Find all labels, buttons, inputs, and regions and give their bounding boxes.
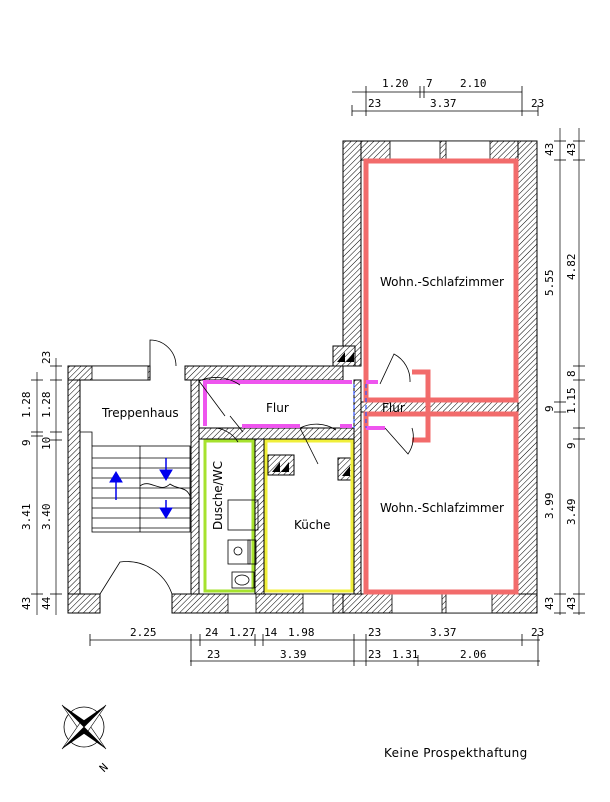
dim-r2-43-bottom: 43 (565, 597, 578, 610)
dim-b1-3-37: 3.37 (430, 626, 457, 639)
wall-left-upper (342, 140, 362, 367)
dim-b2-3-39: 3.39 (280, 648, 307, 661)
dim-r2-8: 8 (565, 370, 578, 377)
dim-l1-1-28: 1.28 (20, 392, 33, 419)
dim-top-23-right: 23 (531, 97, 544, 110)
dim-b1-2-25: 2.25 (130, 626, 157, 639)
room-labels: Treppenhaus Flur Flur Dusche/WC Küche Wo… (101, 275, 504, 532)
dim-b2-23: 23 (207, 648, 220, 661)
wall-left-outer (67, 365, 81, 614)
room-flur2-outline (366, 380, 385, 430)
fixtures (227, 499, 259, 589)
dim-b1-24: 24 (205, 626, 219, 639)
dim-r1-5-55: 5.55 (543, 270, 556, 297)
label-wohn-bottom: Wohn.-Schlafzimmer (380, 501, 504, 515)
dim-b1-23-right: 23 (531, 626, 544, 639)
compass-north-label: N (97, 761, 111, 775)
dim-r1-9: 9 (543, 405, 556, 412)
dim-b1-14: 14 (264, 626, 278, 639)
room-wohn-nook (412, 369, 431, 443)
wall-right (517, 140, 538, 614)
label-kueche: Küche (294, 518, 330, 532)
dim-l2-1-28: 1.28 (40, 392, 53, 419)
dim-r2-1-15: 1.15 (565, 388, 578, 415)
label-flur-left: Flur (266, 401, 289, 415)
label-flur-right: Flur (382, 401, 405, 415)
doors (99, 339, 414, 595)
dim-b2-1-31: 1.31 (392, 648, 419, 661)
flues (272, 352, 354, 476)
room-flur-outline (203, 380, 352, 428)
dim-b1-23: 23 (368, 626, 381, 639)
dimension-lines (31, 86, 585, 666)
dim-l2-3-40: 3.40 (40, 504, 53, 531)
staircase (80, 431, 191, 533)
room-dusche-outline (203, 439, 255, 593)
windows (91, 140, 493, 614)
flur-door-markers (353, 384, 367, 428)
stair-arrows (109, 458, 173, 519)
dim-l1-43: 43 (20, 597, 33, 610)
dim-l1-3-41: 3.41 (20, 504, 33, 531)
dimension-texts: 1.20 7 2.10 23 3.37 23 43 5.55 9 3.99 43… (20, 77, 578, 661)
dim-l1-23: 23 (40, 351, 53, 364)
wall-stair-right (190, 379, 200, 595)
wall-kitchen-right (353, 379, 362, 595)
dim-r1-43-bottom: 43 (543, 597, 556, 610)
disclaimer-note: Keine Prospekthaftung (384, 746, 528, 760)
room-outlines (203, 158, 519, 595)
dim-top-3-37: 3.37 (430, 97, 457, 110)
dim-b2-2-06: 2.06 (460, 648, 487, 661)
dim-top-23-left: 23 (368, 97, 381, 110)
dim-b1-1-98: 1.98 (288, 626, 315, 639)
wall-bottom-stair-left (67, 593, 101, 614)
room-kueche-outline (264, 439, 354, 593)
compass-rose-icon: N (61, 704, 111, 775)
label-dusche-wc: Dusche/WC (211, 461, 225, 530)
dim-top-1-20: 1.20 (382, 77, 409, 90)
dim-l2-10: 10 (40, 437, 53, 450)
dim-b1-1-27: 1.27 (229, 626, 256, 639)
dim-b2-23-right: 23 (368, 648, 381, 661)
dim-l2-44: 44 (40, 596, 53, 610)
dim-r1-3-99: 3.99 (543, 493, 556, 520)
dim-top-2-10: 2.10 (460, 77, 487, 90)
dim-r1-43-top: 43 (543, 143, 556, 156)
wall-bath-kitchen (254, 438, 265, 595)
dim-l1-9: 9 (20, 439, 33, 446)
room-wohn-top (363, 158, 519, 403)
dim-top-7: 7 (426, 77, 433, 90)
dim-r2-9: 9 (565, 442, 578, 449)
label-wohn-top: Wohn.-Schlafzimmer (380, 275, 504, 289)
dim-r2-3-49: 3.49 (565, 499, 578, 526)
dim-r2-4-82: 4.82 (565, 254, 578, 281)
dim-r2-43-top: 43 (565, 143, 578, 156)
walls (67, 140, 538, 614)
room-wohn-bottom (363, 411, 519, 595)
label-treppenhaus: Treppenhaus (101, 406, 179, 420)
